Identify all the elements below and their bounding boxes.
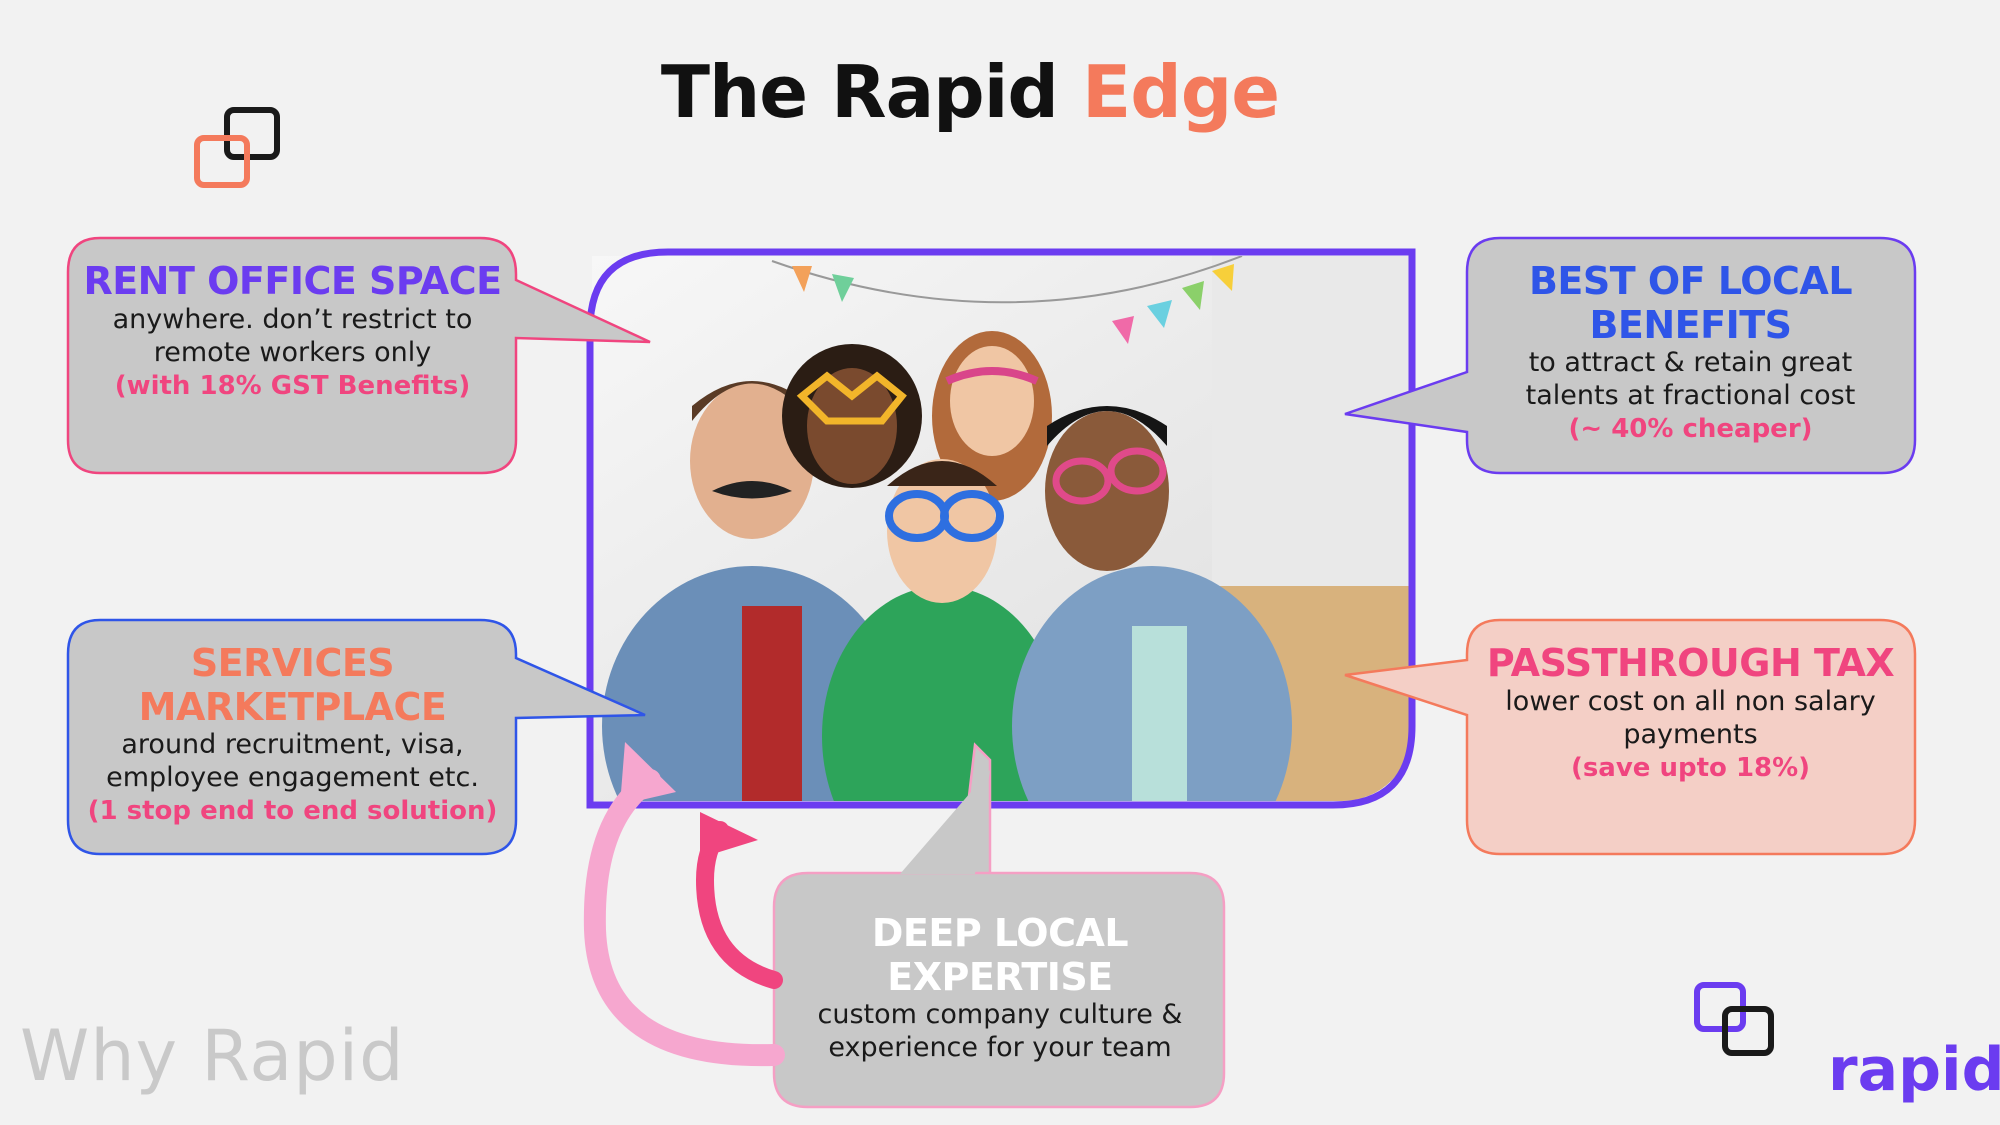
callout-body: to attract & retain great talents at fra…: [1525, 347, 1856, 412]
title-main: The Rapid: [660, 50, 1059, 134]
callout-heading: RENT OFFICE SPACE: [83, 259, 502, 303]
callout-heading: BEST OF LOCAL BENEFITS: [1528, 259, 1853, 347]
bubble-expertise: [772, 742, 1226, 1109]
callout-note: (~ 40% cheaper): [1568, 414, 1813, 445]
brand-logo: rapid: [1828, 1035, 2000, 1105]
bubble-rent-office: [66, 236, 651, 475]
callout-body: anywhere. don’t restrict to remote worke…: [112, 303, 473, 368]
callout-expertise: DEEP LOCAL EXPERTISE custom company cult…: [790, 911, 1210, 1065]
photo-frame: [586, 248, 1416, 809]
bubble-passthrough: [1344, 618, 1917, 856]
squares-logo-icon-orange: [194, 107, 280, 188]
callout-local-benefits: BEST OF LOCAL BENEFITS to attract & reta…: [1478, 259, 1903, 446]
callout-note: (1 stop end to end solution): [87, 796, 498, 827]
section-label: Why Rapid: [20, 1015, 405, 1097]
callout-note: (save upto 18%): [1570, 752, 1811, 783]
callout-body: around recruitment, visa, employee engag…: [106, 729, 479, 794]
callout-heading: DEEP LOCAL EXPERTISE: [871, 911, 1129, 999]
callout-services: SERVICES MARKETPLACE around recruitment,…: [80, 641, 505, 828]
callout-note: (with 18% GST Benefits): [114, 370, 471, 401]
squares-logo-icon-purple: [1694, 982, 1774, 1056]
callout-body: custom company culture & experience for …: [817, 999, 1183, 1064]
bubble-services: [66, 618, 646, 856]
page-title: The Rapid Edge: [0, 50, 1940, 134]
callout-body: lower cost on all non salary payments: [1505, 685, 1876, 750]
bubble-local-benefits: [1344, 236, 1917, 475]
callout-heading: PASSTHROUGH TAX: [1486, 641, 1895, 685]
team-photo: [592, 256, 1412, 801]
callout-passthrough: PASSTHROUGH TAX lower cost on all non sa…: [1478, 641, 1903, 784]
callout-rent-office: RENT OFFICE SPACE anywhere. don’t restri…: [80, 259, 505, 402]
curved-arrow-icon-light: [583, 769, 785, 1067]
title-accent: Edge: [1082, 50, 1280, 134]
callout-heading: SERVICES MARKETPLACE: [138, 641, 447, 729]
